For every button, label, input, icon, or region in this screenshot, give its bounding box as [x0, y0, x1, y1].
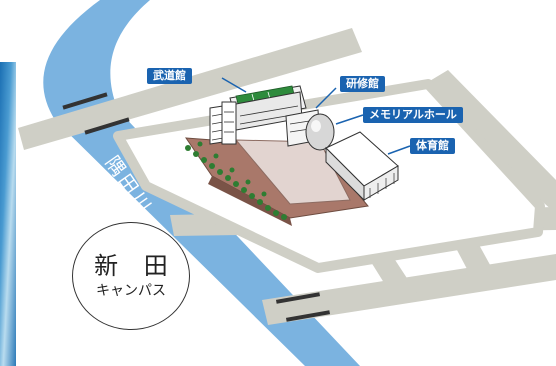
label-budokan: 武道館 [147, 68, 192, 84]
taiikukan-building [325, 131, 399, 202]
bridge-bottom-2 [285, 310, 331, 322]
label-kenshukan: 研修館 [340, 76, 385, 92]
trees [185, 141, 287, 220]
label-memorial-hall: メモリアルホール [363, 107, 463, 123]
sumida-river [43, 0, 360, 366]
campus-badge: 新 田 キャンパス [72, 222, 190, 330]
leader-lines [221, 77, 411, 155]
memorial-hall-dome [305, 113, 335, 151]
label-taiikukan: 体育館 [410, 138, 455, 154]
bridge-top-2 [84, 117, 130, 135]
campus-subtitle: キャンパス [96, 283, 166, 299]
campus-name: 新 田 [94, 252, 177, 280]
photo-strip [0, 62, 16, 366]
ground-side [208, 176, 292, 226]
bridge-bottom-1 [275, 292, 321, 304]
bridge-top-1 [62, 92, 108, 110]
kannana-road [18, 28, 362, 150]
